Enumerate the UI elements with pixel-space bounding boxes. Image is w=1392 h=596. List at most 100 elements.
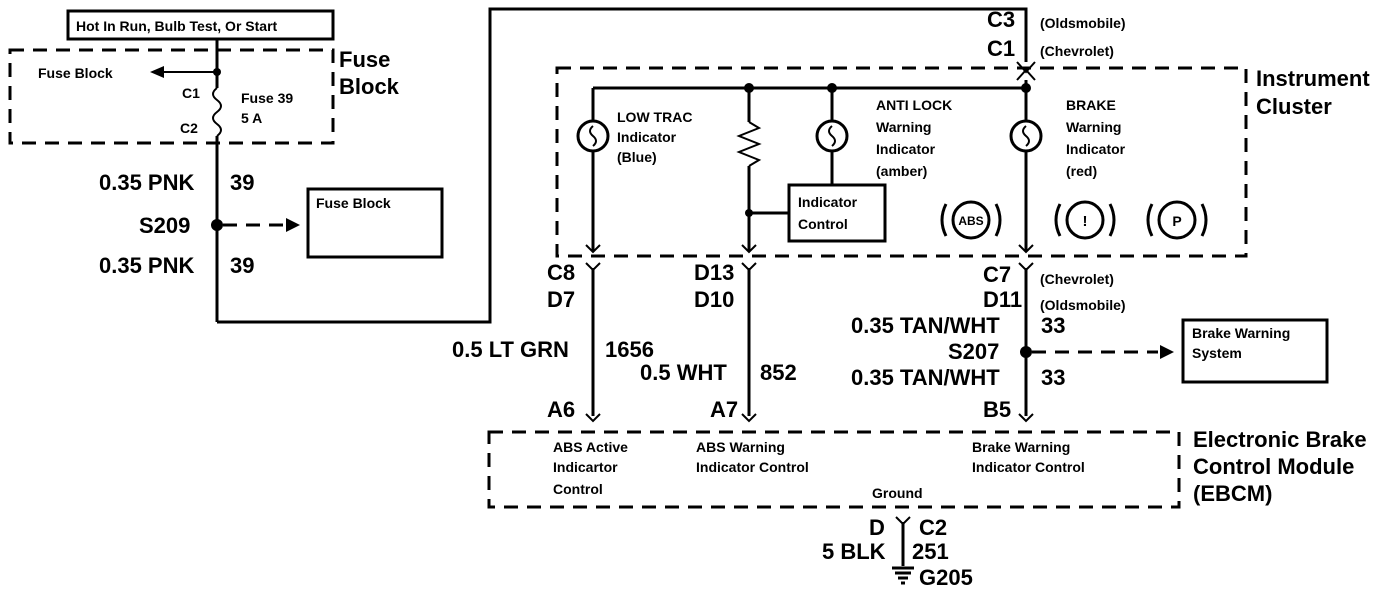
- ebcm-brake-warning-2: Indicator Control: [972, 459, 1085, 475]
- abs-symbol-text: ABS: [958, 214, 983, 228]
- ground-pin-d: D: [869, 515, 885, 540]
- wire-wht-circuit: 852: [760, 360, 797, 385]
- bus-junction-1: [1021, 83, 1031, 93]
- low-trac-arrow: [585, 244, 601, 254]
- fuse-c2-label: C2: [180, 120, 198, 136]
- ebcm-title-1: Electronic Brake: [1193, 427, 1367, 452]
- header-label: Hot In Run, Bulb Test, Or Start: [76, 18, 278, 34]
- low-trac-l3: (Blue): [617, 149, 657, 165]
- abs-symbol-icon: ABS: [940, 200, 1002, 240]
- pin-c8: C8: [547, 260, 575, 285]
- wire-wht-gauge: 0.5 WHT: [640, 360, 727, 385]
- abs-warn-arrow: [741, 244, 757, 254]
- fuse-c1-label: C1: [182, 85, 200, 101]
- brake-l4: (red): [1066, 163, 1097, 179]
- wire-bottom-circuit: 39: [230, 253, 254, 278]
- wire-top-circuit: 39: [230, 170, 254, 195]
- wire-tan-bottom-circuit: 33: [1041, 365, 1065, 390]
- pin-c7-note: (Chevrolet): [1040, 271, 1114, 287]
- low-trac-filament: [589, 125, 597, 147]
- s207-arrow: [1160, 345, 1174, 359]
- ground-pin-c2: C2: [919, 515, 947, 540]
- brake-warning-l2: System: [1192, 345, 1242, 361]
- anti-lock-l4: (amber): [876, 163, 927, 179]
- instrument-cluster-outline: [555, 66, 1248, 258]
- pin-d11-note: (Oldsmobile): [1040, 297, 1126, 313]
- ebcm-outline: [487, 430, 1181, 509]
- fuse-block-arrow: [150, 66, 164, 78]
- pin-a7: A7: [710, 397, 738, 422]
- brake-symbol-icon: !: [1054, 200, 1116, 240]
- s209-arrow: [286, 218, 300, 232]
- fuse-block-title-1: Fuse: [339, 47, 390, 72]
- brake-l1: BRAKE: [1066, 97, 1116, 113]
- ebcm-abs-warning-2: Indicator Control: [696, 459, 809, 475]
- header-box: [66, 9, 335, 41]
- connector-c3: C3: [987, 7, 1015, 32]
- fuse-rating: 5 A: [241, 110, 262, 126]
- connector-c1: C1: [987, 36, 1015, 61]
- ebcm-ground-label: Ground: [872, 485, 923, 501]
- wire-bottom-gauge: 0.35 PNK: [99, 253, 194, 278]
- fuse-block-title-2: Block: [339, 74, 400, 99]
- connector-c1-note: (Chevrolet): [1040, 43, 1114, 59]
- pin-d11: D11: [983, 287, 1022, 312]
- ebcm-brake-warning-1: Brake Warning: [972, 439, 1070, 455]
- connector-c1-symbol-2: [1016, 68, 1036, 81]
- brake-l3: Indicator: [1066, 141, 1126, 157]
- wire-top-gauge: 0.35 PNK: [99, 170, 194, 195]
- connector-c1-symbol: [1016, 61, 1036, 74]
- splice-s209-dot: [211, 219, 223, 231]
- anti-lock-filament: [828, 125, 836, 147]
- brake-warning-box: [1181, 318, 1329, 384]
- fuse-block-box: [306, 187, 444, 259]
- ebcm-abs-active-2: Indicartor: [553, 459, 618, 475]
- anti-lock-l3: Indicator: [876, 141, 936, 157]
- wire-tan-bottom-gauge: 0.35 TAN/WHT: [851, 365, 1000, 390]
- ground-point: G205: [919, 565, 973, 590]
- ebcm-title-3: (EBCM): [1193, 481, 1272, 506]
- anti-lock-l1: ANTI LOCK: [876, 97, 952, 113]
- splice-s207: S207: [948, 339, 999, 364]
- anti-lock-l2: Warning: [876, 119, 931, 135]
- wire-39-route: [217, 7, 1028, 324]
- fuse-junction: [213, 68, 221, 76]
- park-symbol-text: P: [1172, 213, 1181, 229]
- low-trac-l2: Indicator: [617, 129, 677, 145]
- wire-tan-top-circuit: 33: [1041, 313, 1065, 338]
- ground-icon: [892, 566, 914, 585]
- ebcm-abs-active-3: Control: [553, 481, 603, 497]
- cluster-title-1: Instrument: [1256, 66, 1370, 91]
- wire-ltgrn-circuit: 1656: [605, 337, 654, 362]
- ground-gauge: 5 BLK: [822, 539, 886, 564]
- wire-ltgrn-gauge: 0.5 LT GRN: [452, 337, 569, 362]
- fuse-block-box-label: Fuse Block: [316, 195, 391, 211]
- indicator-control-l1: Indicator: [798, 194, 858, 210]
- fuse-block-outline: [8, 48, 335, 145]
- a6-connector: [585, 413, 601, 423]
- wire-tan-top-gauge: 0.35 TAN/WHT: [851, 313, 1000, 338]
- ebcm-abs-warning-1: ABS Warning: [696, 439, 785, 455]
- connector-c3-note: (Oldsmobile): [1040, 15, 1126, 31]
- park-symbol-icon: P: [1146, 200, 1208, 240]
- brake-symbol-text: !: [1083, 213, 1088, 230]
- indicator-control-box: [787, 183, 887, 243]
- brake-warning-l1: Brake Warning: [1192, 325, 1290, 341]
- b5-connector: [1018, 413, 1034, 423]
- fuse-name: Fuse 39: [241, 90, 293, 106]
- ebcm-title-2: Control Module: [1193, 454, 1354, 479]
- indicator-control-l2: Control: [798, 216, 848, 232]
- splice-s207-dot: [1020, 346, 1032, 358]
- pin-a6: A6: [547, 397, 575, 422]
- low-trac-l1: LOW TRAC: [617, 109, 692, 125]
- ground-circuit: 251: [912, 539, 949, 564]
- fuse-block-arrow-label: Fuse Block: [38, 65, 113, 81]
- cluster-title-2: Cluster: [1256, 94, 1332, 119]
- a7-connector: [741, 413, 757, 423]
- splice-s209: S209: [139, 213, 190, 238]
- brake-filament: [1022, 125, 1030, 147]
- resistor: [736, 121, 762, 167]
- pin-d13: D13: [694, 260, 734, 285]
